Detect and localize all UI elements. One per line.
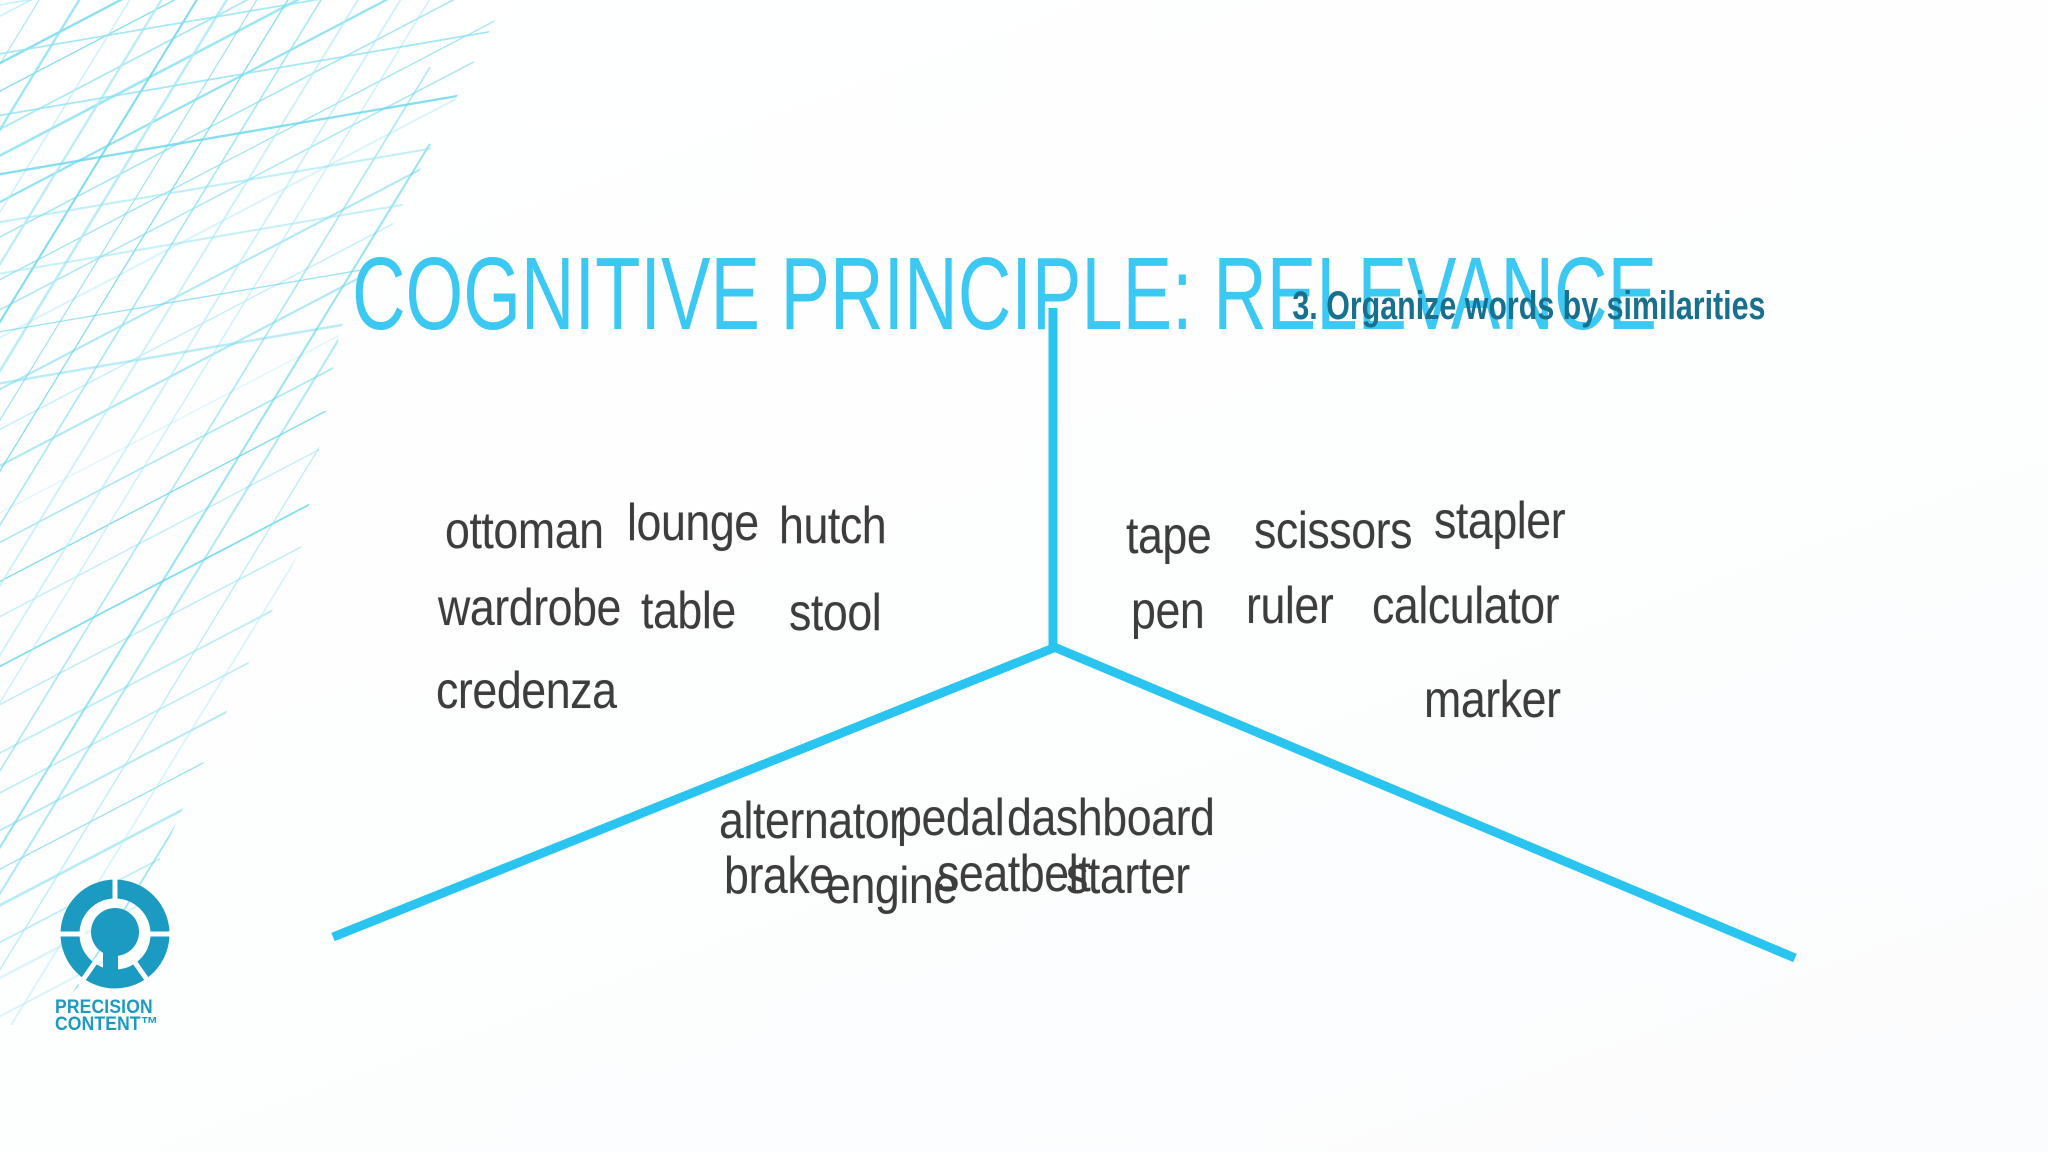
word: ruler [1246, 577, 1334, 635]
logo-wordmark-line2: CONTENT™ [55, 1014, 159, 1035]
word: marker [1424, 671, 1561, 729]
precision-content-p-icon [53, 876, 177, 989]
word: scissors [1254, 502, 1413, 560]
word: wardrobe [438, 579, 622, 637]
branch-line-right [1052, 642, 1797, 963]
logo-wordmark-line1: PRECISION [55, 997, 153, 1018]
word: lounge [627, 494, 759, 552]
word: credenza [436, 662, 617, 720]
word: hutch [779, 497, 887, 555]
logo-wordmark: PRECISION CONTENT™ [55, 997, 202, 1035]
word: stapler [1434, 492, 1566, 550]
word: pen [1131, 582, 1205, 640]
precision-content-logo: PRECISION CONTENT™ [53, 876, 215, 1035]
word: brake [724, 847, 834, 905]
wireframe-decoration [0, 0, 505, 1025]
word: stool [789, 584, 882, 642]
slide-title: COGNITIVE PRINCIPLE: RELEVANCE [352, 236, 1657, 351]
word: tape [1126, 507, 1212, 565]
word: seatbelt [937, 845, 1091, 903]
word: ottoman [445, 502, 604, 560]
word: pedal [897, 789, 1005, 847]
word: dashboard [1007, 789, 1215, 847]
word: calculator [1372, 577, 1560, 635]
word: starter [1066, 847, 1190, 905]
word: alternator [719, 792, 904, 850]
slide-subtitle: 3. Organize words by similarities [1291, 284, 1765, 328]
word: engine [826, 857, 958, 915]
branch-line-left [331, 642, 1058, 942]
word: table [641, 582, 736, 640]
